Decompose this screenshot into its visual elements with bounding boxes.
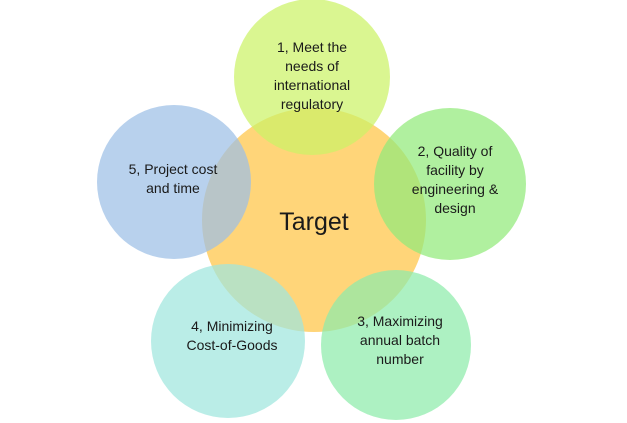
petal-circle-project-cost (97, 105, 251, 259)
petal-label-project-cost: 5, Project cost and time (128, 161, 218, 196)
petal-circle-regulatory (234, 0, 390, 155)
petal-circle-cost-of-goods (151, 264, 305, 418)
petal-label-cost-of-goods: 4, Minimizing Cost-of-Goods (186, 318, 278, 353)
center-label: Target (279, 208, 349, 236)
petal-label-quality: 2, Quality of facility by engineering & … (411, 143, 499, 216)
petal-label-batch: 3, Maximizing annual batch number (357, 312, 443, 367)
petal-circle-quality (374, 108, 526, 260)
petal-label-regulatory: 1, Meet the needs of international regul… (273, 39, 351, 112)
petal-circle-batch (321, 270, 471, 420)
